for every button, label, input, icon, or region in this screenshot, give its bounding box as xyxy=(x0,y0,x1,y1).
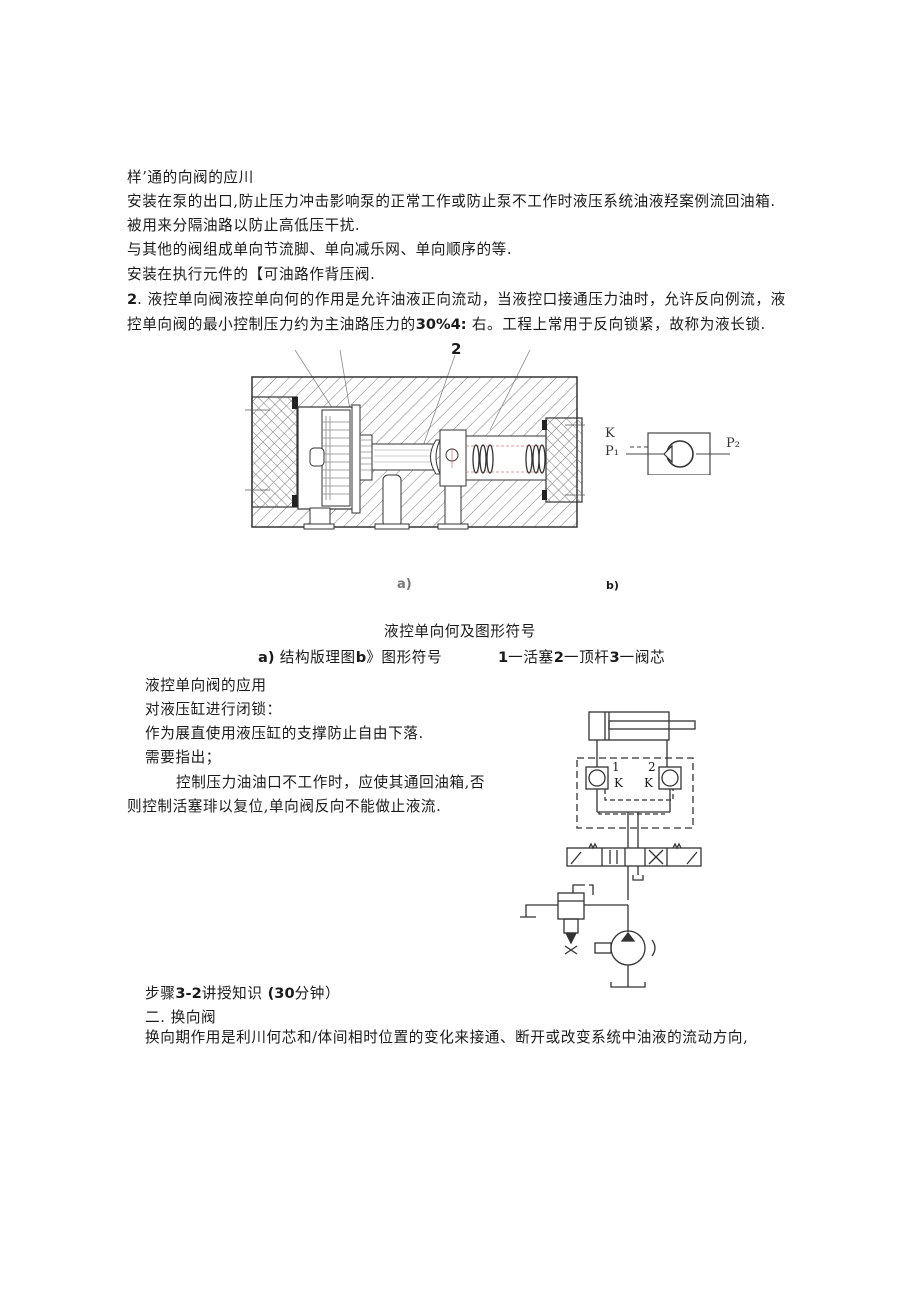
note-line: 则控制活塞琲以复位,单向阀反向不能做止液流. xyxy=(127,798,442,815)
step-text: 讲授知识 xyxy=(201,985,263,1002)
section2-paragraph-line1: 2. 液控单向阀液控单向何的作用是允许油液正向流动，当液控口接通压力油时，允许反… xyxy=(127,290,786,310)
section-number: 2 xyxy=(127,291,138,308)
section-heading-directional-valve: 二. 换向阀 xyxy=(145,1009,217,1026)
valve-number-1: 1 xyxy=(612,760,620,774)
paragraph-text: 控单向阀的最小控制压力约为主油路压力的 xyxy=(127,316,416,333)
pilot-check-valve-symbol xyxy=(626,432,730,475)
list-item: 作为展直使用液压缸的支撑防止自由下落. xyxy=(145,725,424,742)
sub-figure-label-a: a) xyxy=(397,577,412,592)
pilot-port-k2: K xyxy=(644,776,653,790)
paragraph-text: . 液控单向阀液控单向何的作用是允许油液正向流动，当液控口接通压力油时，允许反向… xyxy=(137,291,786,308)
section-heading-pilot-check-application: 液控单向阀的应用 xyxy=(145,677,267,694)
sub-figure-label-b: b) xyxy=(606,579,619,592)
caption-label-a: a) xyxy=(258,649,275,666)
list-item: 安装在泵的出口,防止压力冲击影响泵的正常工作或防止泵不工作时液压系统油液羟案例流… xyxy=(127,193,776,210)
list-item: 被用来分隔油路以防止高低压干扰. xyxy=(127,217,361,234)
valve-number-2: 2 xyxy=(648,760,656,774)
figure-caption: a) 结构版理图b》图形符号 xyxy=(258,648,442,668)
list-item: 对液压缸进行闭锁： xyxy=(145,701,282,718)
legend-text: 一阀芯 xyxy=(619,649,666,666)
valve-cross-section-diagram xyxy=(245,350,585,530)
caption-text: 结构版理图 xyxy=(274,649,356,666)
list-item: 与其他的阀组成单向节流脚、单向减乐网、单向顺序的等. xyxy=(127,241,513,258)
step-text: 步骤 xyxy=(145,985,176,1002)
legend-text: 一顶杆 xyxy=(563,649,610,666)
hydraulic-lock-circuit-diagram xyxy=(520,711,702,988)
step-text: 分钟） xyxy=(294,985,341,1002)
list-item: 需要指出； xyxy=(145,749,221,766)
legend-num: 1 xyxy=(498,649,509,666)
caption-label-b: b xyxy=(355,649,367,666)
paragraph-text: 换向期作用是利川何芯和/体间相时位置的变化来接通、断开或改变系统中油液的流动方向… xyxy=(145,1029,749,1046)
note-line: 控制压力油油口不工作时，应使其通回油箱,否 xyxy=(176,774,486,791)
pilot-port-k1: K xyxy=(614,776,623,790)
section-heading-check-valve-application: 样’通的向阀的应川 xyxy=(127,169,254,186)
list-item: 安装在执行元件的【可油路作背压阀. xyxy=(127,266,376,283)
legend-text: 一活塞 xyxy=(508,649,554,666)
paragraph-text: 右。工程上常用于反向锁紧，故称为液长锁. xyxy=(466,316,766,333)
percentage-value: 30%4: xyxy=(415,316,467,333)
symbol-label-p1: P₁ xyxy=(605,444,619,459)
step-heading: 步骤3-2讲授知识 (30分钟） xyxy=(145,984,340,1004)
legend-num: 3 xyxy=(609,649,620,666)
section2-paragraph-line2: 控单向阀的最小控制压力约为主油路压力的30%4: 右。工程上常用于反向锁紧，故称… xyxy=(127,315,766,335)
step-duration: (30 xyxy=(262,985,295,1002)
symbol-label-k: K xyxy=(605,426,615,441)
figure-title: 液控单向何及图形符号 xyxy=(384,623,536,640)
step-number: 3-2 xyxy=(175,985,202,1002)
caption-text: 》图形符号 xyxy=(366,649,443,666)
legend-num: 2 xyxy=(553,649,564,666)
callout-label-2: 2 xyxy=(451,340,462,358)
figure-legend: 1一活塞2一顶杆3一阀芯 xyxy=(498,648,665,668)
symbol-label-p2: P₂ xyxy=(726,436,740,451)
